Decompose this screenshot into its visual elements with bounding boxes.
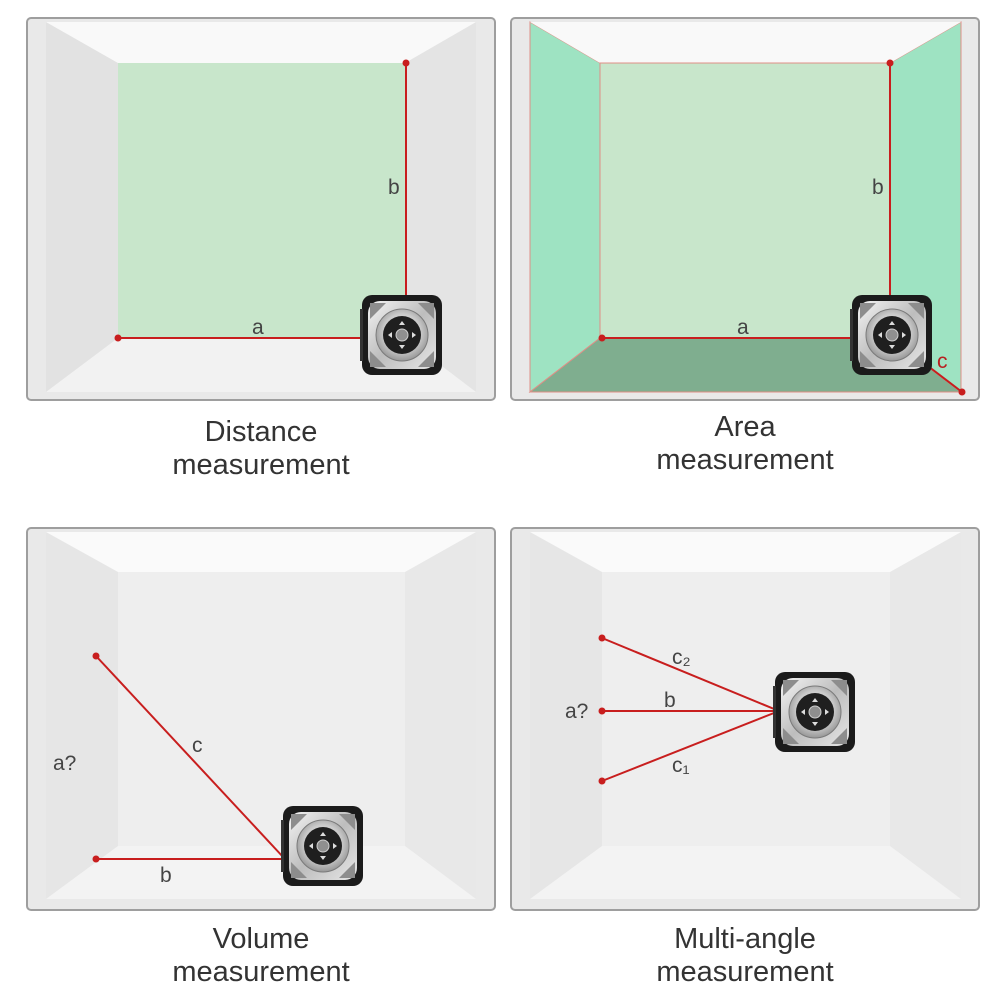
- panel-area: a b c Area measurement: [510, 17, 980, 477]
- ceiling: [46, 532, 476, 572]
- label-b: b: [160, 864, 172, 887]
- label-a: a?: [53, 752, 76, 775]
- ceiling: [530, 22, 961, 63]
- laser-dot: [92, 652, 100, 660]
- caption-multi-angle: Multi-angle measurement: [535, 923, 955, 989]
- left-wall: [46, 532, 118, 899]
- label-a: a?: [565, 700, 588, 723]
- back-wall-highlight: [118, 63, 405, 338]
- caption-line: measurement: [656, 444, 834, 476]
- label-c: c: [937, 350, 948, 373]
- back-wall: [118, 572, 405, 846]
- ceiling: [46, 22, 476, 63]
- laser-dot: [402, 59, 410, 67]
- ceiling: [530, 532, 961, 572]
- back-wall-highlight: [599, 62, 891, 339]
- panel-volume: a? b c Volume measurement: [26, 527, 496, 989]
- laser-dot: [114, 334, 122, 342]
- right-wall: [890, 532, 961, 899]
- laser-line-c: [95, 655, 285, 859]
- label-a: a: [737, 316, 749, 339]
- laser-dot: [958, 388, 966, 396]
- laser-line-c2: [601, 637, 780, 712]
- room-diagram-distance: a b: [26, 17, 496, 401]
- caption-area: Area measurement: [535, 411, 955, 477]
- caption-line: measurement: [656, 956, 834, 988]
- room-diagram-volume: a? b c: [26, 527, 496, 911]
- laser-dot: [886, 59, 894, 67]
- caption-line: Distance: [204, 416, 318, 448]
- caption-volume: Volume measurement: [51, 923, 471, 989]
- caption-distance: Distance measurement: [51, 416, 471, 482]
- caption-line: Multi-angle: [674, 923, 816, 955]
- left-wall: [530, 532, 602, 899]
- caption-line: measurement: [172, 956, 350, 988]
- laser-line-c1: [601, 710, 780, 782]
- label-a: a: [252, 316, 264, 339]
- label-b: b: [388, 176, 400, 199]
- panel-distance: a b Distance measurement: [0, 0, 500, 500]
- laser-dot: [598, 777, 606, 785]
- floor: [530, 846, 961, 899]
- laser-dot: [598, 707, 606, 715]
- room-diagram-area: a b c: [510, 17, 980, 401]
- label-c1: c₁: [672, 754, 690, 777]
- label-c2: c₂: [672, 646, 691, 669]
- right-wall: [405, 532, 476, 899]
- label-b: b: [664, 689, 676, 712]
- label-c: c: [192, 734, 203, 757]
- caption-line: measurement: [172, 449, 350, 481]
- caption-line: Volume: [212, 923, 310, 955]
- laser-dot: [598, 334, 606, 342]
- laser-dot: [92, 855, 100, 863]
- laser-dot: [598, 634, 606, 642]
- laser-distance-meter-icon: [772, 671, 856, 753]
- caption-line: Area: [714, 411, 776, 443]
- left-wall: [46, 22, 118, 392]
- label-b: b: [872, 176, 884, 199]
